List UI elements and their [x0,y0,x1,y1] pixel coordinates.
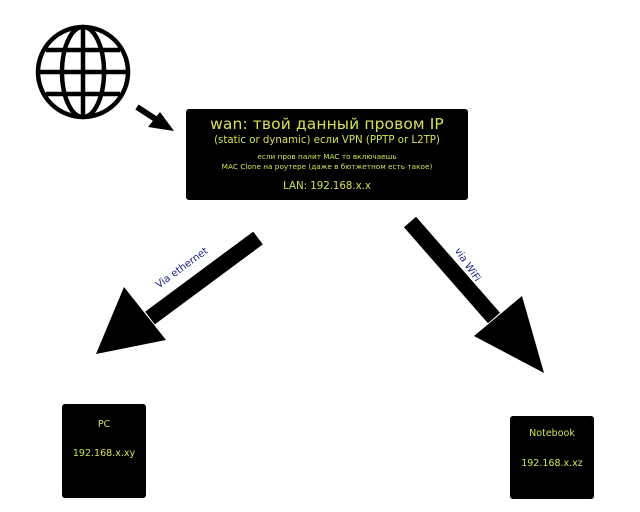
router-note-line-2: MAC Clone на роутере (даже в бютжетном е… [221,162,433,171]
router-wan-subtitle: (static or dynamic) если VPN (PPTP or L2… [214,135,440,146]
router-box: wan: твой данный провом IP (static or dy… [186,109,468,200]
arrow-router-to-notebook [403,216,544,373]
router-lan-address: LAN: 192.168.x.x [283,181,371,192]
globe-icon [35,24,131,120]
arrow-router-to-pc [96,231,263,354]
pc-label: PC [97,419,111,430]
notebook-box: Notebook 192.168.x.xz [510,416,594,499]
router-note-line-1: если пров палит MAC то включаешь [257,152,397,161]
pc-ip: 192.168.x.xy [72,448,136,459]
notebook-ip: 192.168.x.xz [521,458,583,469]
router-wan-title: wan: твой данный провом IP [210,115,444,133]
notebook-label: Notebook [529,428,575,439]
arrow-internet-to-router [135,104,174,131]
pc-box: PC 192.168.x.xy [62,404,146,498]
